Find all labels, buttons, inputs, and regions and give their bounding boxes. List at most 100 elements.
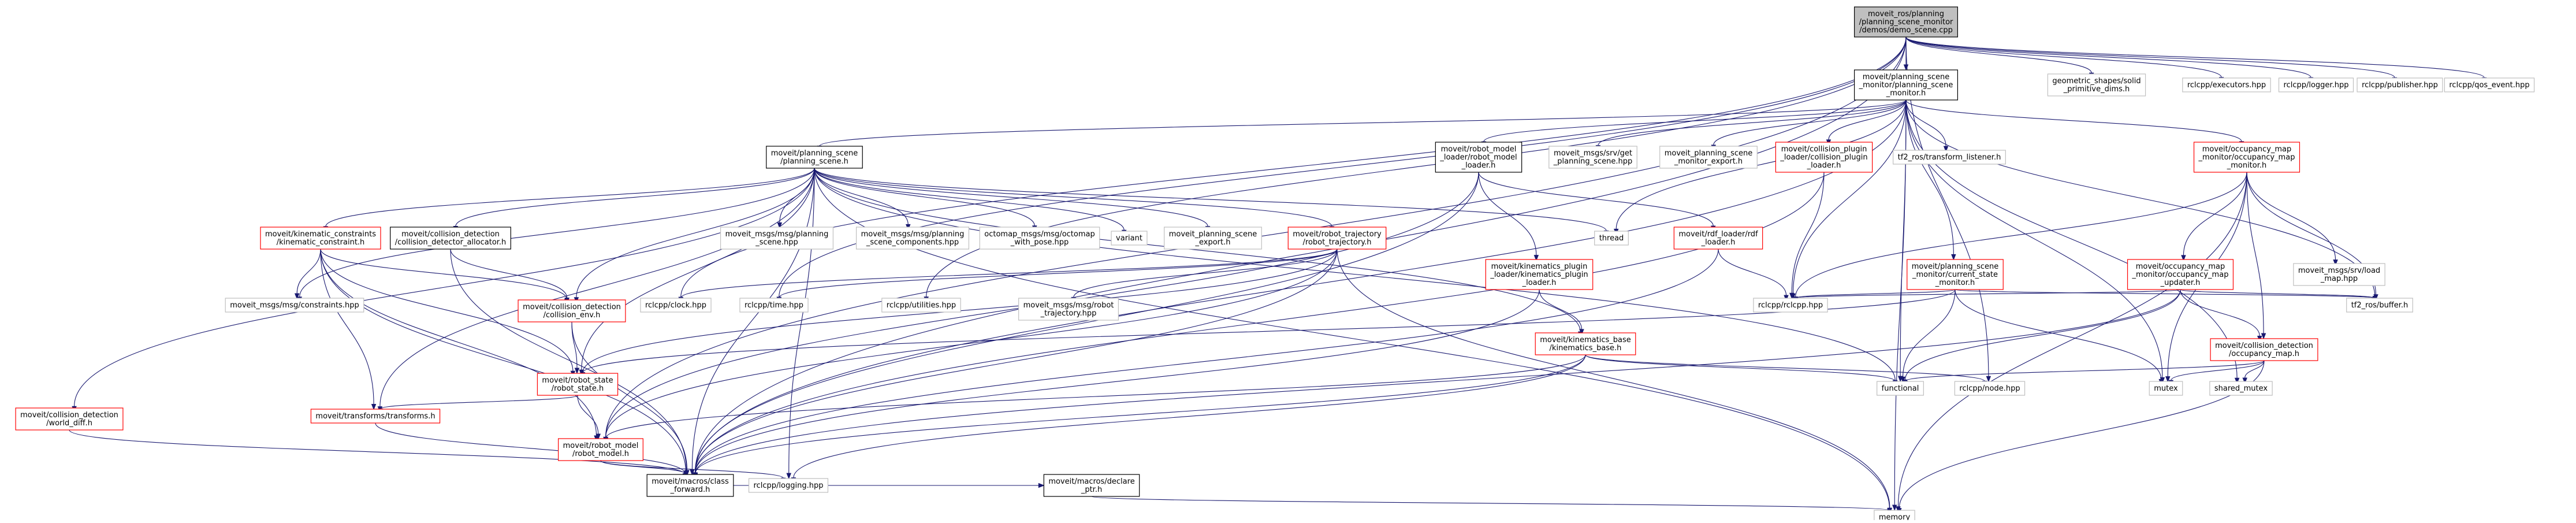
node-box	[1485, 259, 1594, 290]
node-label-line: _loader/collision_plugin	[1780, 153, 1867, 162]
edge-line	[605, 354, 1586, 439]
node-label-line: functional	[1882, 384, 1919, 393]
edge-arrowhead	[574, 368, 580, 374]
edge-line	[926, 36, 1907, 297]
edge-root-to-cf	[693, 36, 1907, 479]
node-smutex: shared_mutex	[2209, 381, 2273, 396]
node-box	[1435, 142, 1522, 173]
edge-psm-to-smutex	[1905, 99, 2240, 384]
node-label-line: moveit/occupancy_map	[2136, 262, 2225, 271]
node-declptr[interactable]: moveit/macros/declare_ptr.h	[1043, 474, 1140, 497]
node-label-line: /kinematic_constraint.h	[277, 238, 365, 247]
edge-line	[694, 248, 1338, 473]
edge-rdf-to-rclcpp	[1718, 248, 1789, 302]
node-label-line: _trajectory.hpp	[1040, 309, 1097, 318]
node-box	[2047, 73, 2146, 97]
edge-arrowhead	[684, 470, 690, 477]
node-label-line: variant	[1116, 234, 1142, 243]
node-occ[interactable]: moveit/occupancy_map_monitor/occupancy_m…	[2193, 142, 2300, 173]
edge-line	[691, 168, 815, 470]
node-box	[748, 478, 829, 493]
edge-psm-to-functional	[1897, 99, 1907, 383]
edge-line	[814, 168, 1332, 227]
node-label-line: moveit/macros/class	[652, 477, 729, 486]
node-cdom[interactable]: moveit/collision_detection/occupancy_map…	[2210, 338, 2318, 361]
edge-line	[779, 36, 1907, 297]
node-ps[interactable]: moveit/planning_scene/planning_scene.h	[766, 146, 863, 169]
edge-psm-to-tf2l	[1905, 99, 1949, 153]
node-cpl[interactable]: moveit/collision_plugin_loader/collision…	[1775, 142, 1873, 173]
node-label-line: moveit/collision_detection	[20, 411, 118, 420]
node-label-line: moveit/rdf_loader/rdf	[1678, 230, 1758, 239]
node-rt[interactable]: moveit/robot_trajectory/robot_trajectory…	[1287, 227, 1387, 250]
node-label-line: _monitor_export.h	[1674, 157, 1743, 166]
node-label-line: _monitor/current_state	[1912, 270, 1998, 279]
edge-rs-to-rm	[577, 395, 601, 440]
node-cf[interactable]: moveit/macros/class_forward.h	[646, 474, 734, 497]
edge-line	[1899, 360, 2265, 509]
edge-ps-to-cf	[690, 168, 815, 476]
node-box	[310, 409, 441, 424]
node-root[interactable]: moveit_ros/planning/planning_scene_monit…	[1853, 6, 1959, 38]
node-label-line: _planning_scene.hpp	[1553, 157, 1632, 166]
edge-arrowhead	[777, 222, 783, 229]
edge-line	[1905, 36, 2092, 73]
edge-line	[74, 168, 815, 407]
edge-line	[1615, 99, 1907, 229]
node-tt[interactable]: moveit/transforms/transforms.h	[310, 409, 441, 424]
node-label-line: _monitor/planning_scene	[1859, 81, 1953, 90]
node-variant: variant	[1111, 231, 1148, 246]
node-box	[1594, 231, 1629, 246]
edge-line	[1718, 248, 1787, 295]
node-box	[2278, 77, 2354, 92]
edge-line	[379, 168, 815, 407]
edge-cdom-to-smutex	[2242, 360, 2265, 384]
node-label-line: geometric_shapes/solid	[2052, 77, 2141, 86]
edge-kpl-to-kb	[1539, 289, 1584, 336]
edge-rt-to-cf	[693, 248, 1338, 479]
node-label-line: /robot_trajectory.h	[1303, 238, 1372, 247]
node-rs[interactable]: moveit/robot_state/robot_state.h	[537, 373, 619, 396]
node-rm[interactable]: moveit/robot_model/robot_model.h	[558, 438, 643, 461]
node-label-line: _monitor/occupancy_map	[2132, 270, 2229, 279]
node-label-line: /collision_env.h	[544, 311, 601, 320]
edge-line	[1905, 289, 2181, 380]
node-thread: thread	[1594, 231, 1629, 246]
node-psm[interactable]: moveit/planning_scene_monitor/planning_s…	[1853, 69, 1959, 101]
edge-line	[2171, 360, 2265, 381]
edge-line	[1585, 354, 1985, 381]
node-label-line: moveit/occupancy_map	[2202, 145, 2292, 154]
node-csm[interactable]: moveit/planning_scene_monitor/current_st…	[1907, 259, 2004, 290]
node-kpl[interactable]: moveit/kinematics_plugin_loader/kinemati…	[1485, 259, 1594, 290]
node-cdwd[interactable]: moveit/collision_detection/world_diff.h	[15, 407, 124, 431]
node-cenv[interactable]: moveit/collision_detection/collision_env…	[518, 299, 626, 322]
node-label-line: rclcpp/executors.hpp	[2187, 81, 2266, 90]
node-label-line: _ptr.h	[1081, 485, 1102, 494]
edge-line	[1955, 289, 2162, 380]
node-omu[interactable]: moveit/occupancy_map_monitor/occupancy_m…	[2127, 259, 2234, 290]
node-rdf[interactable]: moveit/rdf_loader/rdf_loader.h	[1673, 227, 1763, 250]
edge-line	[814, 168, 1035, 226]
edge-line	[2244, 360, 2265, 379]
edge-line	[793, 354, 1586, 478]
edge-rml-to-kpl	[1478, 172, 1539, 261]
node-rml[interactable]: moveit/robot_model_loader/robot_model_lo…	[1435, 142, 1522, 173]
node-label-line: _monitor/occupancy_map	[2198, 153, 2295, 162]
node-box	[2293, 263, 2385, 286]
node-box	[646, 474, 734, 497]
node-label-line: moveit_msgs/srv/load	[2298, 266, 2380, 275]
node-kb[interactable]: moveit/kinematics_base/kinematics_base.h	[1535, 332, 1636, 355]
node-box	[518, 299, 626, 322]
node-label-line: moveit/planning_scene	[1863, 73, 1949, 81]
edge-psm-to-rclcpp	[1790, 99, 1907, 300]
node-box	[1853, 6, 1959, 38]
edge-line	[1905, 99, 2376, 296]
edge-ps-to-octo	[814, 168, 1037, 232]
node-box	[855, 227, 970, 250]
node-cda[interactable]: moveit/collision_detection/collision_det…	[390, 227, 511, 250]
node-getps: moveit_msgs/srv/get_planning_scene.hpp	[1548, 146, 1637, 169]
node-ke[interactable]: moveit/kinematic_constraints/kinematic_c…	[260, 227, 381, 250]
node-label-line: moveit/macros/declare	[1048, 477, 1134, 486]
node-label-line: _export.h	[1195, 238, 1231, 247]
